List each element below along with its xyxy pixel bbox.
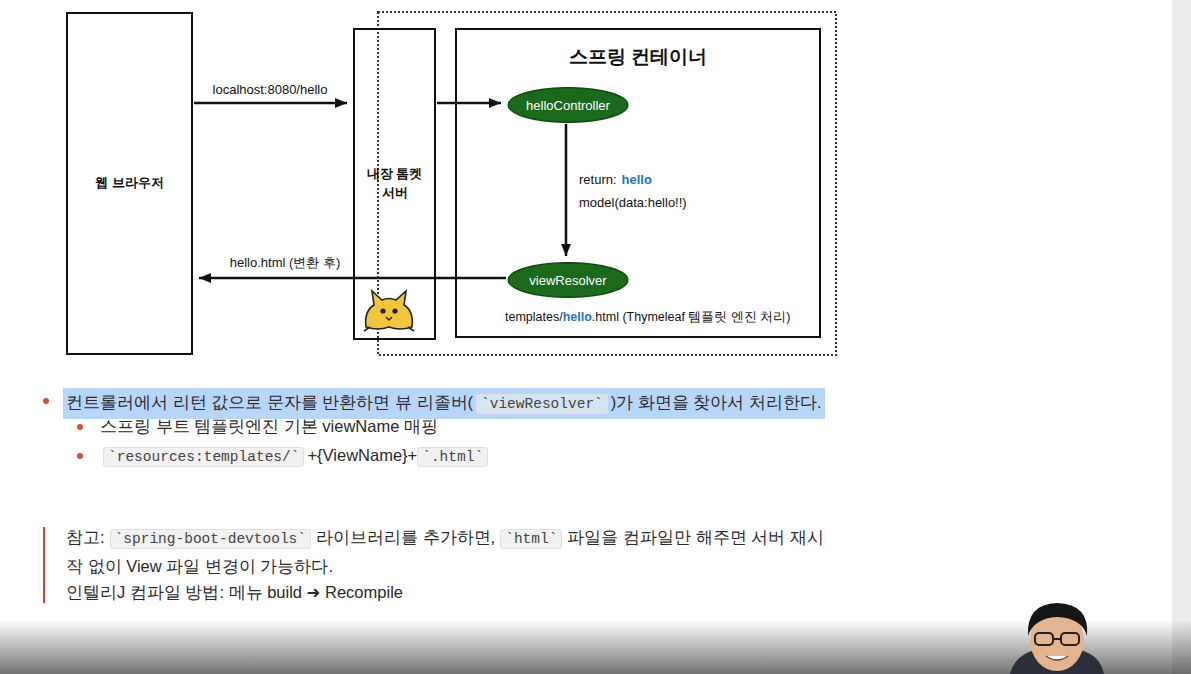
label-text: )가 화면을 찾아서 처리한다.: [611, 393, 822, 411]
label-text: 인텔리J 컴파일 방법: 메뉴 build ➜ Recompile: [66, 583, 403, 601]
presenter-webcam: [1010, 603, 1104, 674]
process-ellipse: viewResolver: [507, 262, 629, 298]
label-text: 라이브러리를 추가하면,: [316, 528, 495, 546]
node-text: 웹 브라우저: [89, 174, 170, 193]
dotted-frame: [378, 12, 836, 355]
arrow-connector: [194, 102, 347, 105]
node-text: 내장 톰켓 서버: [355, 165, 434, 203]
label-text: hello: [622, 172, 652, 187]
edge-label: hello.html (변환 후): [230, 254, 341, 272]
text-group: `resources:templates/`+{ViewName}+`.html…: [100, 442, 488, 471]
label-text: 컨트롤러에서 리턴 값으로 문자를 반환하면 뷰 리졸버(: [66, 393, 473, 411]
process-ellipse: helloController: [507, 87, 629, 123]
code-text: `spring-boot-devtools`: [110, 529, 311, 549]
code-text: `resources:templates/`: [103, 447, 304, 467]
text-group: model(data:hello!!): [579, 195, 687, 210]
arrow-connector: [565, 124, 568, 256]
text-group: 스프링 부트 템플릿엔진 기본 viewName 매핑: [100, 413, 438, 440]
code-text: `viewResolver`: [476, 394, 608, 414]
label-text: 스프링 부트 템플릿엔진 기본 viewName 매핑: [100, 417, 438, 435]
text-group: 참고: `spring-boot-devtools` 라이브러리를 추가하면, `ht…: [66, 524, 826, 580]
node-text: helloController: [526, 98, 610, 113]
label-text: templates/: [505, 310, 563, 324]
server-box: 내장 톰켓 서버: [353, 28, 436, 340]
node-text: 스프링 컨테이너: [569, 44, 707, 70]
bullet-dot: [77, 424, 83, 430]
label-text: 참고:: [66, 528, 105, 546]
edge-label: localhost:8080/hello: [213, 82, 328, 97]
bullet-dot: [77, 453, 83, 459]
tomcat-icon: [364, 291, 414, 331]
arrow-connector: [437, 102, 501, 105]
label-text: +{ViewName}+: [307, 446, 417, 464]
code-text: `html`: [500, 529, 562, 549]
label-text: .html (Thymeleaf 템플릿 엔진 처리): [592, 310, 791, 324]
label-text: return:: [579, 172, 617, 187]
text-group: 컨트롤러에서 리턴 값으로 문자를 반환하면 뷰 리졸버(`viewResolv…: [63, 388, 825, 419]
label-text: model(data:hello!!): [579, 195, 687, 210]
side-strip: [1172, 0, 1191, 674]
node-text: viewResolver: [529, 273, 606, 288]
client-box: 웹 브라우저: [66, 12, 193, 355]
text-group: return: hello: [579, 172, 652, 187]
bullet-dot: [43, 398, 49, 404]
label-text: hello: [563, 310, 592, 324]
note-bar: [43, 527, 45, 603]
player-shade: [0, 620, 1191, 674]
text-group: templates/hello.html (Thymeleaf 템플릿 엔진 처…: [505, 309, 791, 326]
code-text: `.html`: [417, 447, 488, 467]
text-group: 인텔리J 컴파일 방법: 메뉴 build ➜ Recompile: [66, 579, 403, 606]
